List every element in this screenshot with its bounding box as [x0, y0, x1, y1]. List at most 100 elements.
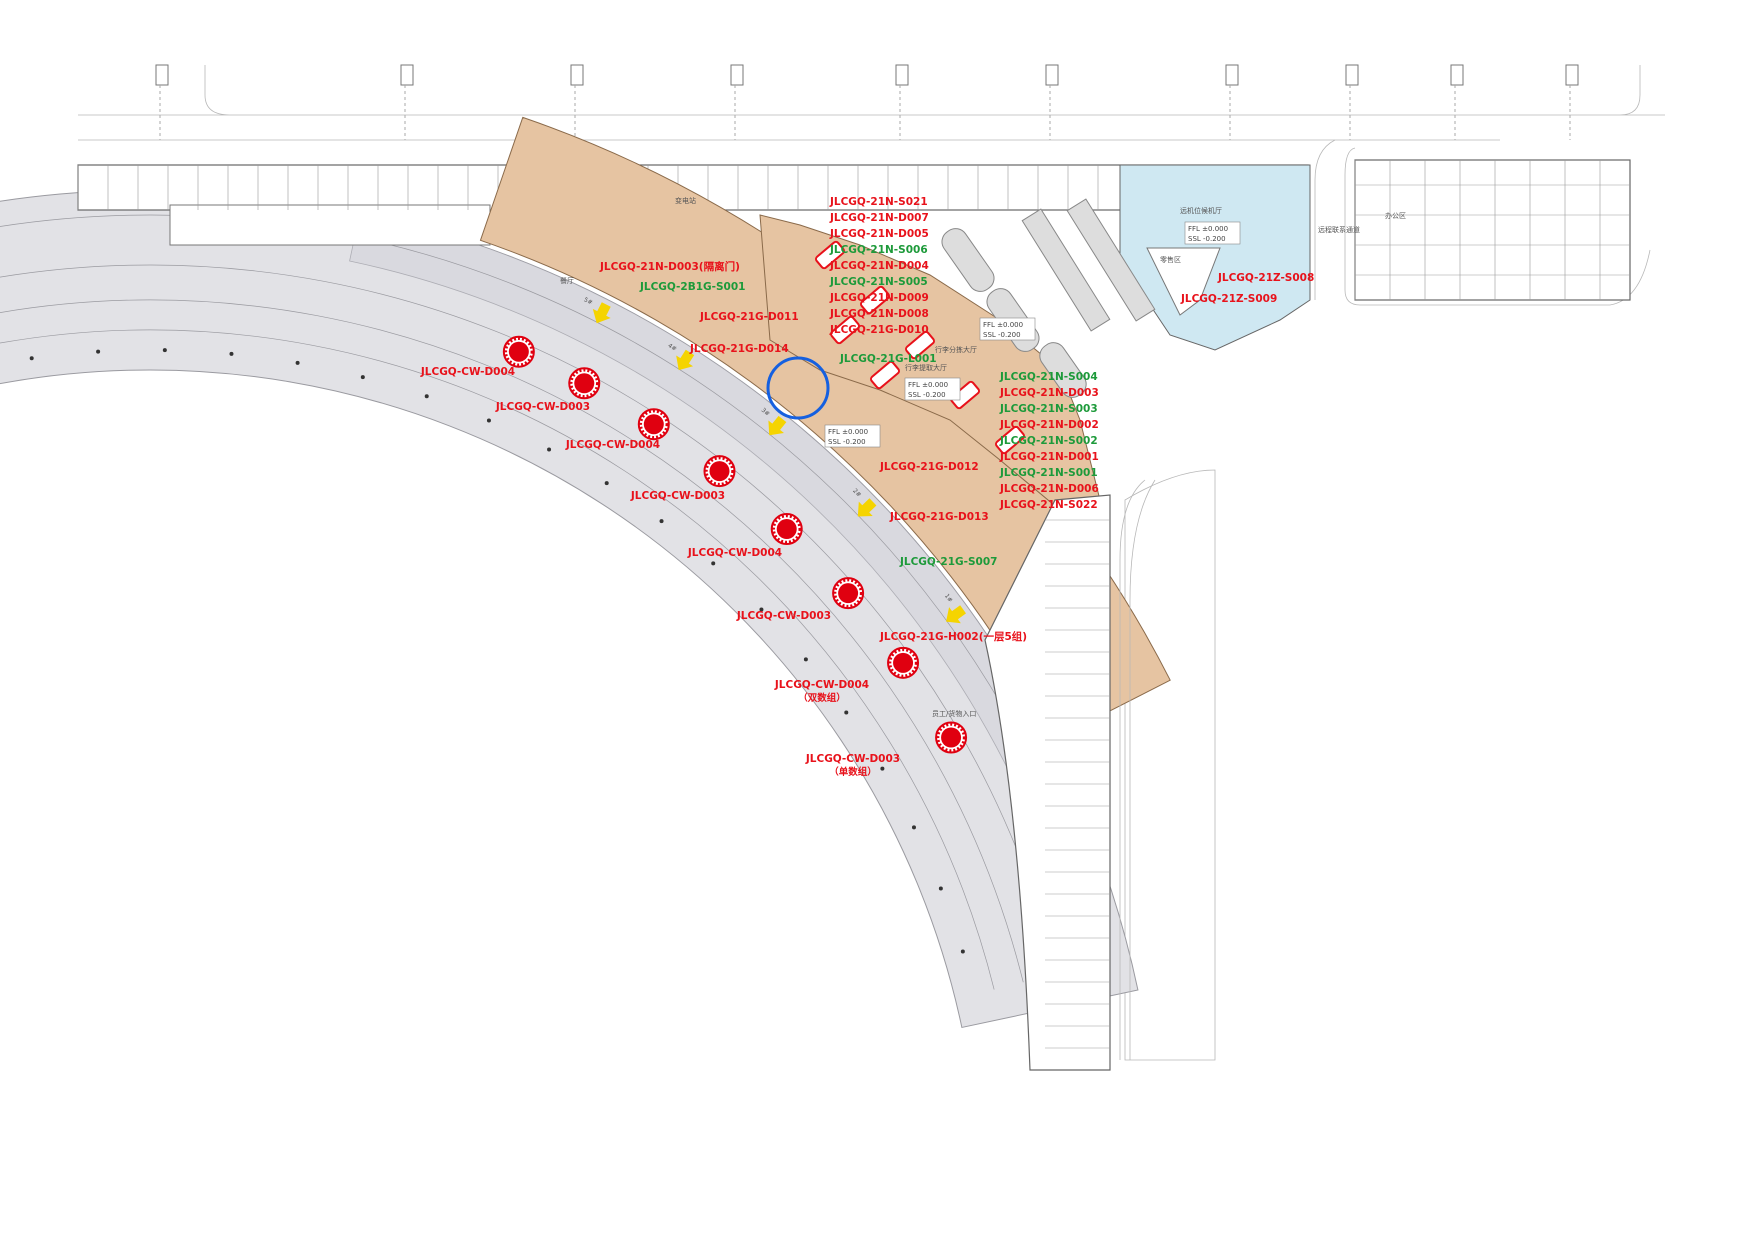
- bollard: [295, 360, 300, 365]
- curbside-label: JLCGQ-CW-D004: [687, 547, 782, 559]
- equipment-label: JLCGQ-21N-S004: [999, 371, 1098, 383]
- ffl-value: FFL ±0.000: [983, 321, 1023, 329]
- equipment-label: JLCGQ-21N-D001: [999, 451, 1099, 463]
- equipment-label: JLCGQ-21Z-S009: [1180, 293, 1277, 305]
- jet-bridge: [1450, 64, 1464, 86]
- equipment-label: JLCGQ-21G-H002(一层5组): [879, 630, 1027, 643]
- door-tag: 1#: [943, 593, 954, 604]
- room-label: 行李分拣大厅: [935, 345, 977, 354]
- curbside-markers: [502, 335, 968, 754]
- equipment-label: JLCGQ-21N-S001: [999, 467, 1098, 479]
- pier-building: [984, 494, 1111, 1071]
- gate-pod: [830, 315, 860, 345]
- curbside-marker: [887, 646, 920, 679]
- door-tag: 4#: [667, 342, 678, 353]
- bollard: [803, 657, 808, 662]
- room-label: 远程联系通道: [1318, 225, 1360, 234]
- equipment-label: JLCGQ-21G-D011: [699, 311, 799, 323]
- equipment-label: JLCGQ-21N-D008: [829, 308, 929, 320]
- bollard: [360, 375, 365, 380]
- equipment-label: JLCGQ-21N-S005: [829, 276, 928, 288]
- jet-bridges: [155, 64, 1579, 140]
- entrance-arrow: 4#: [667, 342, 695, 371]
- baggage-carousels: [1021, 198, 1156, 332]
- room-label: 远机位候机厅: [1180, 206, 1222, 215]
- equipment-label: JLCGQ-21N-D003: [999, 387, 1099, 399]
- door-tag: 3#: [760, 407, 771, 418]
- bollard: [229, 351, 234, 356]
- equipment-label: JLCGQ-21G-S007: [899, 556, 997, 568]
- curbside-label: JLCGQ-CW-D004: [774, 679, 869, 691]
- ssl-value: SSL -0.200: [983, 331, 1021, 339]
- curbside-label: JLCGQ-CW-D003: [495, 401, 590, 413]
- equipment-label: JLCGQ-21G-L001: [839, 353, 937, 365]
- jet-bridge: [1345, 64, 1359, 86]
- bollard: [96, 349, 101, 354]
- bollard: [880, 766, 885, 771]
- gate-pod: [815, 240, 845, 270]
- jet-bridge: [570, 64, 584, 86]
- ffl-value: FFL ±0.000: [908, 381, 948, 389]
- curbside-label: JLCGQ-CW-D003: [736, 610, 831, 622]
- gate-pod: [870, 360, 900, 390]
- jet-bridge: [895, 64, 909, 86]
- equipment-label: JLCGQ-2B1G-S001: [639, 281, 745, 293]
- entrance-arrow: 1#: [943, 593, 967, 624]
- bollard: [29, 356, 34, 361]
- gate-pod: [950, 380, 980, 410]
- ssl-value: SSL -0.200: [908, 391, 946, 399]
- curbside-marker: [502, 335, 535, 368]
- bollard: [711, 561, 716, 566]
- door-tag: 2#: [851, 487, 862, 498]
- equipment-label: JLCGQ-21G-D012: [879, 461, 979, 473]
- curbside-marker: [637, 408, 670, 441]
- equipment-label: JLCGQ-21Z-S008: [1217, 272, 1314, 284]
- lane-line: [0, 329, 995, 990]
- lane-line: [0, 299, 1024, 983]
- equipment-label: JLCGQ-21N-S003: [999, 403, 1098, 415]
- room-label: 餐厅: [560, 276, 574, 285]
- door-tag: 5#: [583, 296, 594, 306]
- entrance-arrow: 3#: [760, 407, 787, 436]
- jet-bridge: [400, 64, 414, 86]
- equipment-labels: JLCGQ-CW-D004JLCGQ-CW-D003JLCGQ-CW-D004J…: [420, 196, 1314, 778]
- ssl-value: SSL -0.200: [828, 438, 866, 446]
- equipment-label: JLCGQ-21N-S022: [999, 499, 1098, 511]
- site-lines: [78, 65, 1665, 1061]
- equipment-label: JLCGQ-21N-D005: [829, 228, 929, 240]
- entrance-arrows: 5# 4# 3# 2# 1#: [583, 296, 967, 624]
- equipment-label: JLCGQ-21N-D007: [829, 212, 929, 224]
- room-label: 员工/货物入口: [932, 709, 976, 718]
- equipment-label: JLCGQ-21N-S021: [829, 196, 928, 208]
- gate-pod: [995, 425, 1025, 455]
- entrance-arrow: 2#: [851, 487, 877, 517]
- ffl-value: FFL ±0.000: [828, 428, 868, 436]
- gate-pod: [860, 285, 890, 315]
- bollard: [486, 418, 491, 423]
- room-label: 行李提取大厅: [905, 363, 947, 372]
- gate-pods: [815, 240, 1025, 455]
- entrance-arrow: 5#: [583, 296, 611, 324]
- equipment-label: JLCGQ-21G-D010: [829, 324, 929, 336]
- bollard: [604, 481, 609, 486]
- retail-island: [1146, 247, 1221, 316]
- equipment-label: JLCGQ-21N-D004: [829, 260, 929, 272]
- equipment-label: JLCGQ-21N-S006: [829, 244, 928, 256]
- airside-road: [1119, 479, 1156, 1060]
- jet-bridge: [1565, 64, 1579, 86]
- jet-bridge: [730, 64, 744, 86]
- curbside-label: JLCGQ-CW-D003: [805, 753, 900, 765]
- curbside-marker: [935, 721, 968, 754]
- equipment-label: JLCGQ-21N-D009: [829, 292, 929, 304]
- equipment-label: JLCGQ-21N-D003(隔离门): [599, 260, 740, 273]
- curbside-label: JLCGQ-CW-D004: [565, 439, 660, 451]
- equipment-label: JLCGQ-21G-D013: [889, 511, 989, 523]
- equipment-label: JLCGQ-21G-D014: [689, 343, 789, 355]
- bollard: [424, 394, 429, 399]
